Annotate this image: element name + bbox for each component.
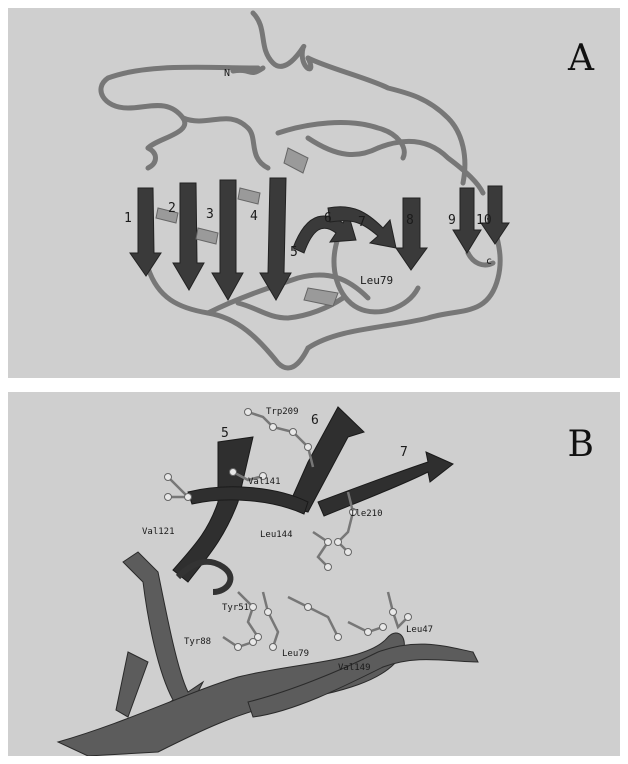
panel-b-ribbon-diagram: 5 6 7 Trp209 Val141 Ile210 Val121 Leu144… bbox=[8, 392, 620, 756]
strand-label-5: 5 bbox=[290, 245, 298, 260]
strand-label-6: 6 bbox=[324, 211, 332, 226]
panel-b: 5 6 7 Trp209 Val141 Ile210 Val121 Leu144… bbox=[8, 392, 620, 756]
residue-label-ile210: Ile210 bbox=[350, 509, 383, 519]
strand-label-7: 7 bbox=[400, 445, 408, 460]
residue-label-trp209: Trp209 bbox=[266, 407, 299, 417]
strand-label-10: 10 bbox=[476, 213, 492, 228]
panel-a-letter: A bbox=[568, 38, 594, 79]
panel-a-ribbon-diagram: N 1 2 3 4 5 6 7 8 9 10 Leu79 c bbox=[8, 8, 620, 378]
strand-label-4: 4 bbox=[250, 209, 258, 224]
strand-label-7: 7 bbox=[358, 215, 366, 230]
n-terminus-label: N bbox=[224, 68, 230, 79]
strand-label-2: 2 bbox=[168, 201, 176, 216]
strand-label-5: 5 bbox=[221, 426, 229, 441]
residue-label-val149: Val149 bbox=[338, 663, 371, 673]
c-terminus-label: c bbox=[486, 256, 492, 267]
panel-b-letter: B bbox=[568, 424, 594, 465]
residue-label-tyr88: Tyr88 bbox=[184, 637, 211, 647]
residue-label-val121: Val121 bbox=[142, 527, 175, 537]
strand-label-1: 1 bbox=[124, 211, 132, 226]
residue-label-leu79: Leu79 bbox=[360, 274, 393, 287]
strand-label-8: 8 bbox=[406, 213, 414, 228]
residue-label-leu47: Leu47 bbox=[406, 625, 433, 635]
strand-label-6: 6 bbox=[311, 413, 319, 428]
residue-label-val141: Val141 bbox=[248, 477, 281, 487]
strand-label-9: 9 bbox=[448, 213, 456, 228]
residue-label-leu79: Leu79 bbox=[282, 649, 309, 659]
residue-label-tyr51: Tyr51 bbox=[222, 603, 249, 613]
residue-label-leu144: Leu144 bbox=[260, 530, 293, 540]
panel-a: N 1 2 3 4 5 6 7 8 9 10 Leu79 c A bbox=[8, 8, 620, 378]
strand-label-3: 3 bbox=[206, 207, 214, 222]
